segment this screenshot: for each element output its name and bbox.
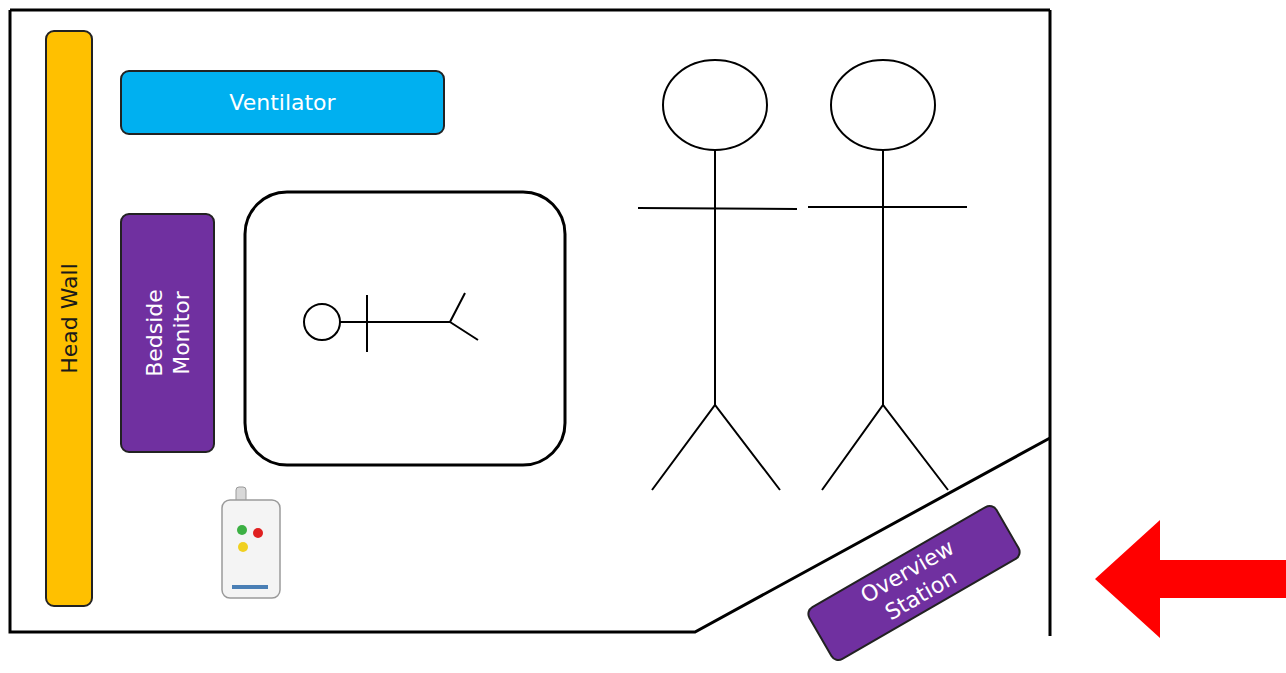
staff-arms	[638, 208, 797, 209]
staff-head	[663, 60, 767, 150]
equipment-box: Bedside Monitor	[120, 213, 215, 453]
badge-led	[238, 542, 248, 552]
staff-legs	[822, 405, 948, 490]
staff-head	[831, 60, 935, 150]
patient-head	[304, 304, 340, 340]
rtls-badge	[222, 487, 280, 598]
staff-arms	[808, 206, 967, 208]
badge-led	[237, 525, 247, 535]
equipment-box: Head Wall	[45, 30, 93, 607]
patient-body	[340, 321, 450, 323]
staff-body	[882, 150, 884, 405]
room-wall	[1049, 10, 1052, 636]
badge-led	[253, 528, 263, 538]
equipment-label: Bedside Monitor	[141, 278, 195, 388]
room-wall	[10, 9, 1050, 12]
pointer-arrow	[1095, 520, 1286, 638]
equipment-label: Ventilator	[133, 89, 433, 116]
patient-arms	[366, 295, 368, 352]
equipment-label: Head Wall	[56, 263, 83, 374]
patient-legs	[450, 293, 478, 340]
equipment-box: Overview Station	[804, 502, 1024, 665]
equipment-box: Ventilator	[120, 70, 445, 135]
badge-logo	[232, 585, 268, 589]
badge-body	[222, 500, 280, 598]
staff-body	[714, 150, 716, 405]
staff-legs	[652, 405, 780, 490]
patient-bed	[245, 192, 565, 465]
room-wall	[10, 10, 1050, 632]
